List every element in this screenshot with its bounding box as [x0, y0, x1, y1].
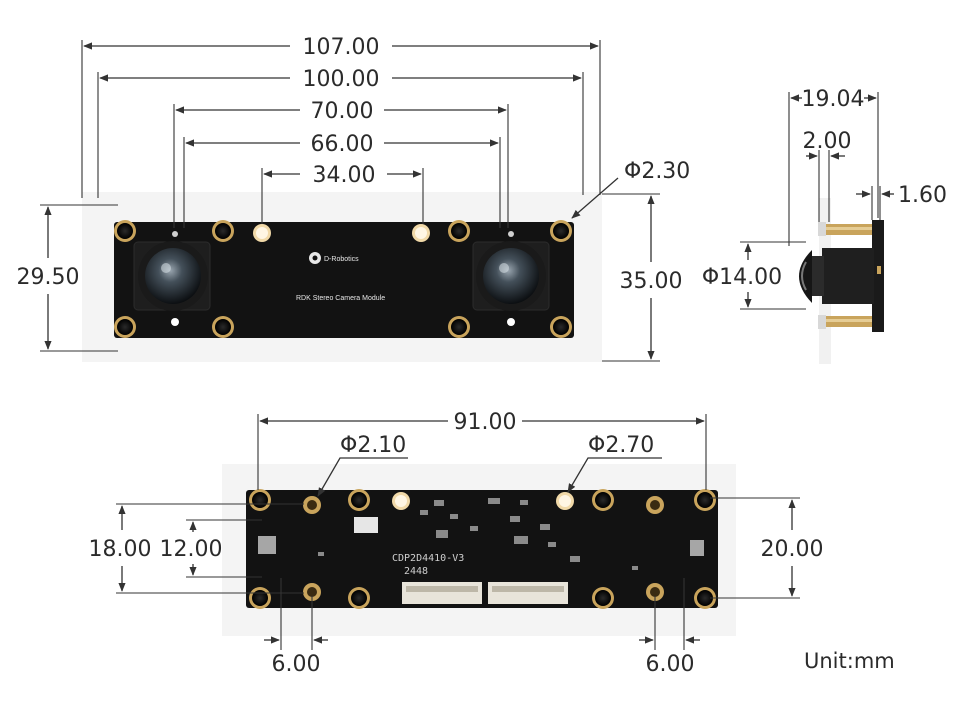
side-d14-dim	[740, 241, 806, 310]
dim-d2-70: Φ2.70	[588, 433, 654, 458]
back-view: CDP2D4410-V3 2448 91.00 Φ2.10 Φ2.70	[89, 410, 824, 677]
screw-icon	[348, 489, 370, 511]
back-connectors	[402, 582, 568, 604]
back-components	[258, 498, 704, 570]
screw-icon	[592, 587, 614, 609]
dim-18: 18.00	[89, 537, 152, 562]
side-1-60-dim	[856, 186, 894, 220]
screw-icon	[550, 220, 572, 242]
side-top-dim	[788, 92, 879, 246]
dim-29-50: 29.50	[17, 265, 80, 290]
lens-right	[472, 231, 550, 326]
screw-icon	[249, 587, 271, 609]
screw-icon	[592, 489, 614, 511]
screw-icon	[550, 316, 572, 338]
dim-34: 34.00	[313, 163, 376, 188]
dim-1-60: 1.60	[898, 183, 947, 208]
screw-icon	[448, 220, 470, 242]
dim-70: 70.00	[311, 99, 374, 124]
side-lens-holder	[822, 248, 874, 304]
board-date: 2448	[404, 566, 428, 577]
back-18-dim	[116, 503, 304, 594]
fpc-connector-left	[402, 582, 482, 604]
board-code: CDP2D4410-V3	[392, 553, 464, 564]
dim-6-left: 6.00	[272, 652, 321, 677]
front-top-dims	[81, 40, 601, 228]
board-brand: D-Robotics	[324, 256, 359, 263]
screw-icon	[212, 316, 234, 338]
dim-66: 66.00	[311, 132, 374, 157]
dim-100: 100.00	[303, 67, 380, 92]
leader-2-10	[317, 457, 408, 497]
dim-91: 91.00	[454, 410, 517, 435]
screw-icon	[694, 587, 716, 609]
leader-2-70	[567, 457, 662, 493]
dim-35: 35.00	[620, 269, 683, 294]
side-pcb-edge	[872, 220, 884, 332]
screw-icon	[249, 489, 271, 511]
dim-12: 12.00	[160, 537, 223, 562]
front-view: D-Robotics RDK Stereo Camera Module	[17, 35, 690, 362]
dim-d14: Φ14.00	[702, 265, 782, 290]
dim-2-00: 2.00	[803, 129, 852, 154]
qr-code-icon	[354, 517, 378, 533]
front-right-dim	[602, 193, 660, 362]
back-20-dim	[710, 497, 800, 599]
side-lens-icon	[799, 250, 812, 303]
board-logo	[309, 252, 321, 264]
front-left-dim	[40, 204, 118, 352]
dim-d2-10: Φ2.10	[340, 433, 406, 458]
dim-20: 20.00	[761, 537, 824, 562]
back-12-dim	[186, 519, 262, 578]
back-pads	[303, 492, 664, 601]
screw-icon	[114, 316, 136, 338]
dim-19-04: 19.04	[802, 87, 865, 112]
front-screws	[114, 220, 572, 338]
screw-icon	[348, 587, 370, 609]
camera-lens-icon	[145, 248, 201, 304]
leader-2-30	[571, 177, 619, 219]
fpc-connector-right	[488, 582, 568, 604]
unit-label: Unit:mm	[804, 649, 895, 673]
side-view: 19.04 2.00 1.60 Φ14.00	[702, 87, 947, 364]
lens-left	[133, 231, 211, 326]
dim-d2-30: Φ2.30	[624, 159, 690, 184]
camera-lens-icon	[483, 248, 539, 304]
back-6-left-dim	[264, 578, 328, 650]
back-top-dim	[257, 414, 707, 490]
board-label: RDK Stereo Camera Module	[296, 295, 385, 302]
back-6-right-dim	[639, 578, 700, 650]
screw-icon	[212, 220, 234, 242]
dim-107: 107.00	[303, 35, 380, 60]
screw-icon	[114, 220, 136, 242]
screw-icon	[694, 489, 716, 511]
side-2mm-dim	[806, 150, 845, 222]
front-pads	[253, 224, 430, 242]
screw-icon	[448, 316, 470, 338]
dim-6-right: 6.00	[646, 652, 695, 677]
front-pcb	[114, 222, 574, 338]
